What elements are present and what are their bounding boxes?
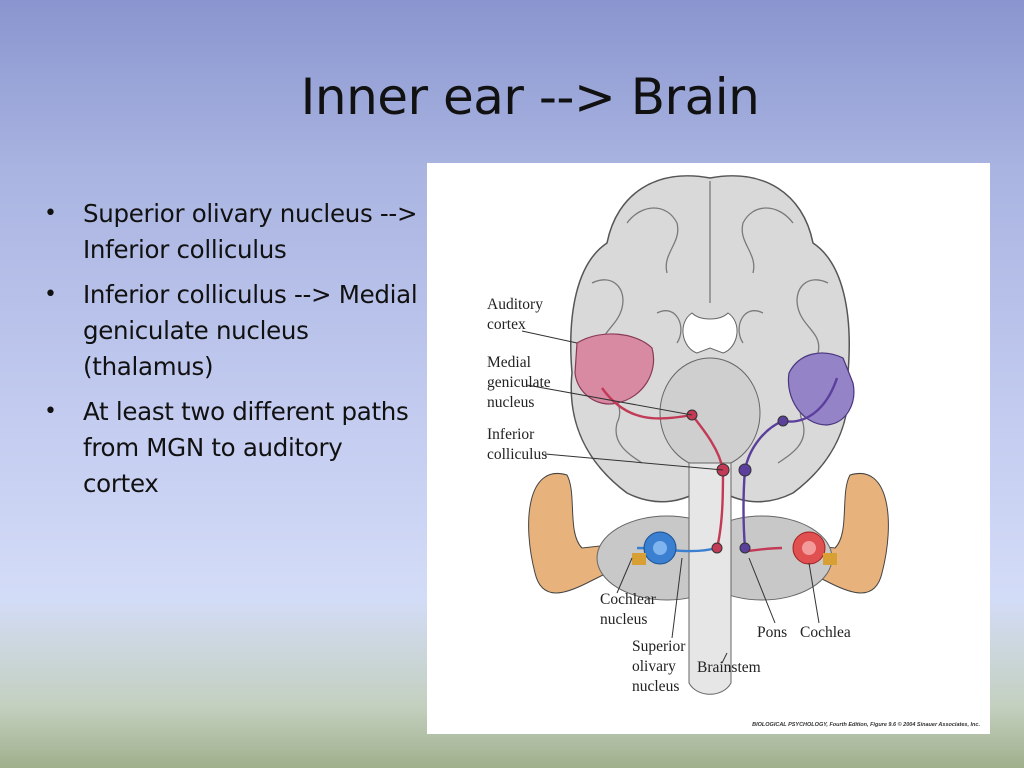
label-pons: Pons (757, 624, 788, 641)
label-medial-geniculate-nucleus: Medial geniculate nucleus (487, 354, 551, 411)
leader-lines (521, 330, 820, 664)
bullet-item: Superior olivary nucleus --> Inferior co… (42, 196, 422, 268)
bullet-item: At least two different paths from MGN to… (42, 394, 422, 502)
right-cochlea (792, 531, 837, 565)
bullet-item: Inferior colliculus --> Medial geniculat… (42, 277, 422, 385)
label-cochlea: Cochlea (800, 624, 851, 641)
left-cochlea (632, 531, 677, 565)
figure-credit: BIOLOGICAL PSYCHOLOGY, Fourth Edition, F… (752, 722, 980, 728)
ventricles (682, 312, 738, 354)
bullet-list: Superior olivary nucleus --> Inferior co… (42, 196, 422, 511)
thalamus (659, 357, 761, 469)
label-auditory-cortex: Auditory cortex (487, 296, 543, 333)
slide-title: Inner ear --> Brain (300, 68, 760, 126)
label-superior-olivary-nucleus: Superior olivary nucleus (632, 638, 686, 695)
brain-illustration (521, 175, 889, 695)
label-cochlear-nucleus: Cochlear nucleus (600, 591, 656, 628)
label-inferior-colliculus: Inferior colliculus (487, 426, 548, 463)
right-auditory-cortex (787, 352, 855, 426)
label-brainstem: Brainstem (697, 659, 761, 676)
auditory-pathway-figure: Auditory cortex Medial geniculate nucleu… (427, 163, 990, 734)
